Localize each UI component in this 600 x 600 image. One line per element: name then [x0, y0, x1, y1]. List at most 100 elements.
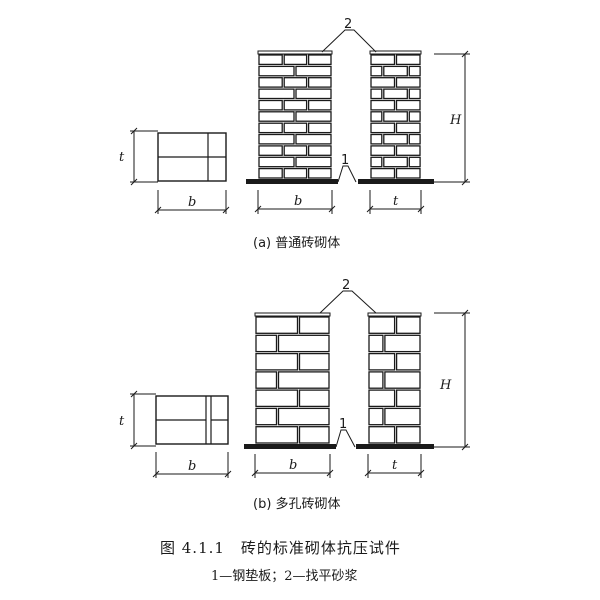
panel-b-wide-pier	[254, 312, 331, 444]
panel-b-dim-b-pier: b	[251, 454, 334, 478]
panel-a-wide-pier-brick	[258, 156, 295, 168]
panel-b-label-h: H	[439, 378, 452, 393]
panel-a-narrow-pier-brick	[383, 133, 408, 145]
panel-a-wide-pier-brick	[307, 167, 332, 179]
panel-a-dim-b-plan: b	[154, 190, 230, 214]
panel-b-narrow-pier-brick	[368, 352, 396, 371]
panel-a-wide-pier-brick	[307, 77, 332, 88]
panel-a-leader-1: 1	[337, 153, 357, 183]
panel-a-narrow-pier-brick	[370, 88, 383, 100]
panel-b-label-t-left: t	[119, 414, 125, 429]
panel-b-wide-pier-mortar-cap	[254, 312, 331, 317]
panel-b-wide-pier-brick	[277, 407, 330, 426]
panel-a-narrow-pier-brick	[383, 156, 408, 168]
panel-a-narrow-pier-mortar-cap	[369, 50, 422, 55]
figure-legend: 1—钢垫板；2—找平砂浆	[211, 568, 358, 584]
panel-b-dim-t-left: t	[119, 390, 156, 450]
panel-a-wide-pier-brick	[295, 156, 332, 168]
panel-b-wide-pier-brick	[255, 316, 299, 334]
panel-b-wide-pier-brick	[255, 371, 278, 389]
panel-a-narrow-pier-brick	[370, 54, 396, 66]
panel-a-dim-t-pier: t	[366, 190, 425, 214]
panel-b-wide-pier-brick	[277, 371, 330, 389]
panel-a-narrow-pier-brick	[395, 99, 421, 111]
panel-a-wide-pier-brick	[258, 122, 283, 134]
panel-a-wide-pier-brick	[283, 122, 308, 134]
panel-a-label-t-left: t	[119, 150, 125, 165]
panel-a-dim-h: H	[434, 50, 470, 186]
panel-a: t b 1 2	[119, 17, 470, 251]
panel-a-wide-pier-brick	[258, 88, 295, 100]
panel-a-wide-pier-brick	[258, 145, 283, 156]
panel-a-label-1: 1	[341, 153, 349, 168]
panel-a-narrow-pier-brick	[370, 133, 383, 145]
panel-b-label-b-pier: b	[289, 458, 297, 473]
panel-a-brick-plan	[157, 132, 227, 182]
panel-b-narrow-pier-brick	[368, 389, 396, 408]
panel-a-wide-pier-brick	[258, 133, 295, 145]
panel-a-narrow-pier-brick	[370, 156, 383, 168]
panel-a-wide-pier-brick	[307, 54, 332, 66]
panel-b-leader-2: 2	[319, 278, 377, 314]
panel-b-narrow-pier-brick	[368, 371, 384, 389]
panel-a-caption: (a) 普通砖砌体	[253, 236, 340, 251]
panel-a-wide-pier-brick	[283, 99, 308, 111]
panel-a-narrow-pier-brick	[370, 65, 383, 77]
panel-a-narrow-pier-brick	[383, 65, 408, 77]
panel-b-narrow-pier	[367, 312, 422, 444]
panel-b-narrow-pier-brick	[395, 426, 421, 444]
panel-a-narrow-pier-brick	[408, 156, 421, 168]
panel-a-label-h: H	[449, 113, 462, 128]
panel-a-narrow-pier-brick	[370, 77, 396, 88]
panel-a-narrow-pier-brick	[383, 88, 408, 100]
panel-a-wide-pier-brick	[283, 145, 308, 156]
panel-b-narrow-pier-brick	[384, 334, 421, 353]
panel-a-narrow-pier-brick	[395, 77, 421, 88]
panel-a-narrow-pier-brick	[370, 122, 396, 134]
figure-title: 图 4.1.1 砖的标准砌体抗压试件	[160, 539, 401, 557]
panel-a-wide-pier-brick	[295, 111, 332, 122]
panel-a-dim-t-left: t	[119, 127, 158, 186]
panel-a-wide-pier-brick	[258, 99, 283, 111]
panel-b-narrow-pier-brick	[395, 352, 421, 371]
panel-a-wide-pier-brick	[295, 133, 332, 145]
panel-b-narrow-pier-brick	[395, 316, 421, 334]
panel-b-caption: (b) 多孔砖砌体	[253, 496, 341, 512]
panel-b-wide-pier-brick	[298, 389, 330, 408]
panel-a-label-b-plan: b	[188, 195, 196, 210]
panel-a-wide-pier-brick	[283, 77, 308, 88]
panel-b-wide-pier-brick	[255, 426, 299, 444]
panel-a-wide-pier-brick	[258, 167, 283, 179]
panel-a-narrow-pier-brick	[408, 65, 421, 77]
panel-a-wide-pier-brick	[283, 54, 308, 66]
panel-a-narrow-pier-brick	[408, 111, 421, 122]
panel-a-wide-pier-brick	[258, 54, 283, 66]
panel-b-dim-t-pier: t	[364, 454, 425, 478]
panel-b-narrow-pier-brick	[368, 316, 396, 334]
panel-a-label-b-pier: b	[294, 194, 302, 209]
panel-b-wide-pier-brick	[255, 389, 299, 408]
panel-b-wide-pier-brick	[298, 316, 330, 334]
panel-b-dim-b-plan: b	[152, 452, 232, 478]
panel-b-label-b-plan: b	[188, 459, 196, 474]
panel-b-wide-pier-brick	[277, 334, 330, 353]
panel-b-steel-plate-right	[356, 444, 434, 449]
panel-b: t b 1 2 H	[119, 278, 470, 512]
panel-a-narrow-pier-brick	[370, 167, 396, 179]
panel-b-wide-pier-brick	[298, 352, 330, 371]
panel-b-narrow-pier-brick	[395, 389, 421, 408]
panel-a-steel-plate-right	[358, 179, 434, 184]
panel-b-narrow-pier-brick	[368, 334, 384, 353]
panel-b-narrow-pier-brick	[384, 371, 421, 389]
panel-a-narrow-pier	[369, 50, 422, 179]
panel-a-wide-pier-brick	[307, 122, 332, 134]
panel-b-wide-pier-brick	[255, 407, 278, 426]
panel-a-wide-pier-brick	[307, 145, 332, 156]
panel-a-wide-pier-brick	[295, 88, 332, 100]
panel-a-wide-pier	[257, 50, 333, 179]
panel-a-narrow-pier-brick	[395, 145, 421, 156]
panel-a-wide-pier-brick	[258, 111, 295, 122]
panel-a-narrow-pier-brick	[395, 54, 421, 66]
